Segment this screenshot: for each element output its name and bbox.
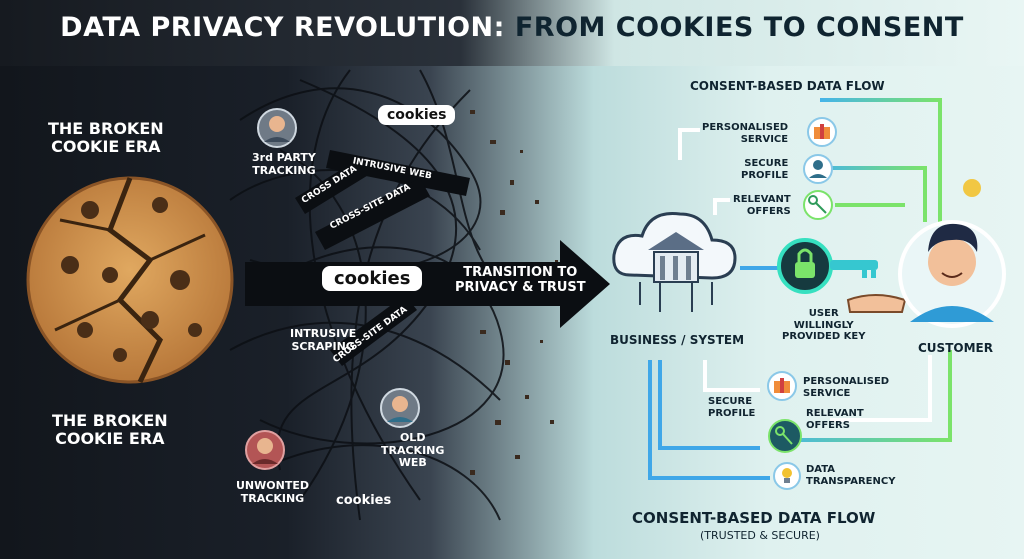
- user-icon: [803, 154, 833, 184]
- transition-arrow: [245, 240, 610, 328]
- third-party-avatar: [257, 108, 297, 148]
- flow-title-bottom: CONSENT-BASED DATA FLOW: [632, 509, 876, 527]
- title-bar: [0, 0, 1024, 66]
- lightbulb-icon-top: [963, 179, 981, 197]
- lock-key-icon: [777, 238, 878, 294]
- unwonted-tracking-avatar: [245, 430, 285, 470]
- page-title: DATA PRIVACY REVOLUTION: FROM COOKIES TO…: [60, 12, 964, 43]
- old-tracking-avatar: [380, 388, 420, 428]
- cookies-badge-top: cookies: [378, 105, 456, 125]
- hand-icon: [846, 294, 907, 314]
- gift-icon-bottom: [767, 371, 797, 401]
- gift-icon: [807, 117, 837, 147]
- lightbulb-icon: [773, 462, 801, 490]
- consent-flow-lines: [648, 98, 952, 480]
- cookie-debris: [470, 110, 558, 475]
- flow-subtitle: (TRUSTED & SECURE): [700, 529, 820, 542]
- data-ribbons: [295, 150, 470, 366]
- broken-cookie-icon: [26, 176, 234, 384]
- key-icon: [803, 190, 833, 220]
- cookies-bottom-label: cookies: [336, 493, 392, 508]
- business-label: BUSINESS / SYSTEM: [610, 333, 745, 347]
- customer-label: CUSTOMER: [918, 341, 993, 355]
- customer-avatar: [898, 220, 1006, 328]
- flow-title-top: CONSENT-BASED DATA FLOW: [690, 79, 885, 93]
- business-cloud-icon: [612, 211, 737, 312]
- cookies-main-badge: cookies: [322, 266, 423, 291]
- key-icon-bottom: [768, 419, 802, 453]
